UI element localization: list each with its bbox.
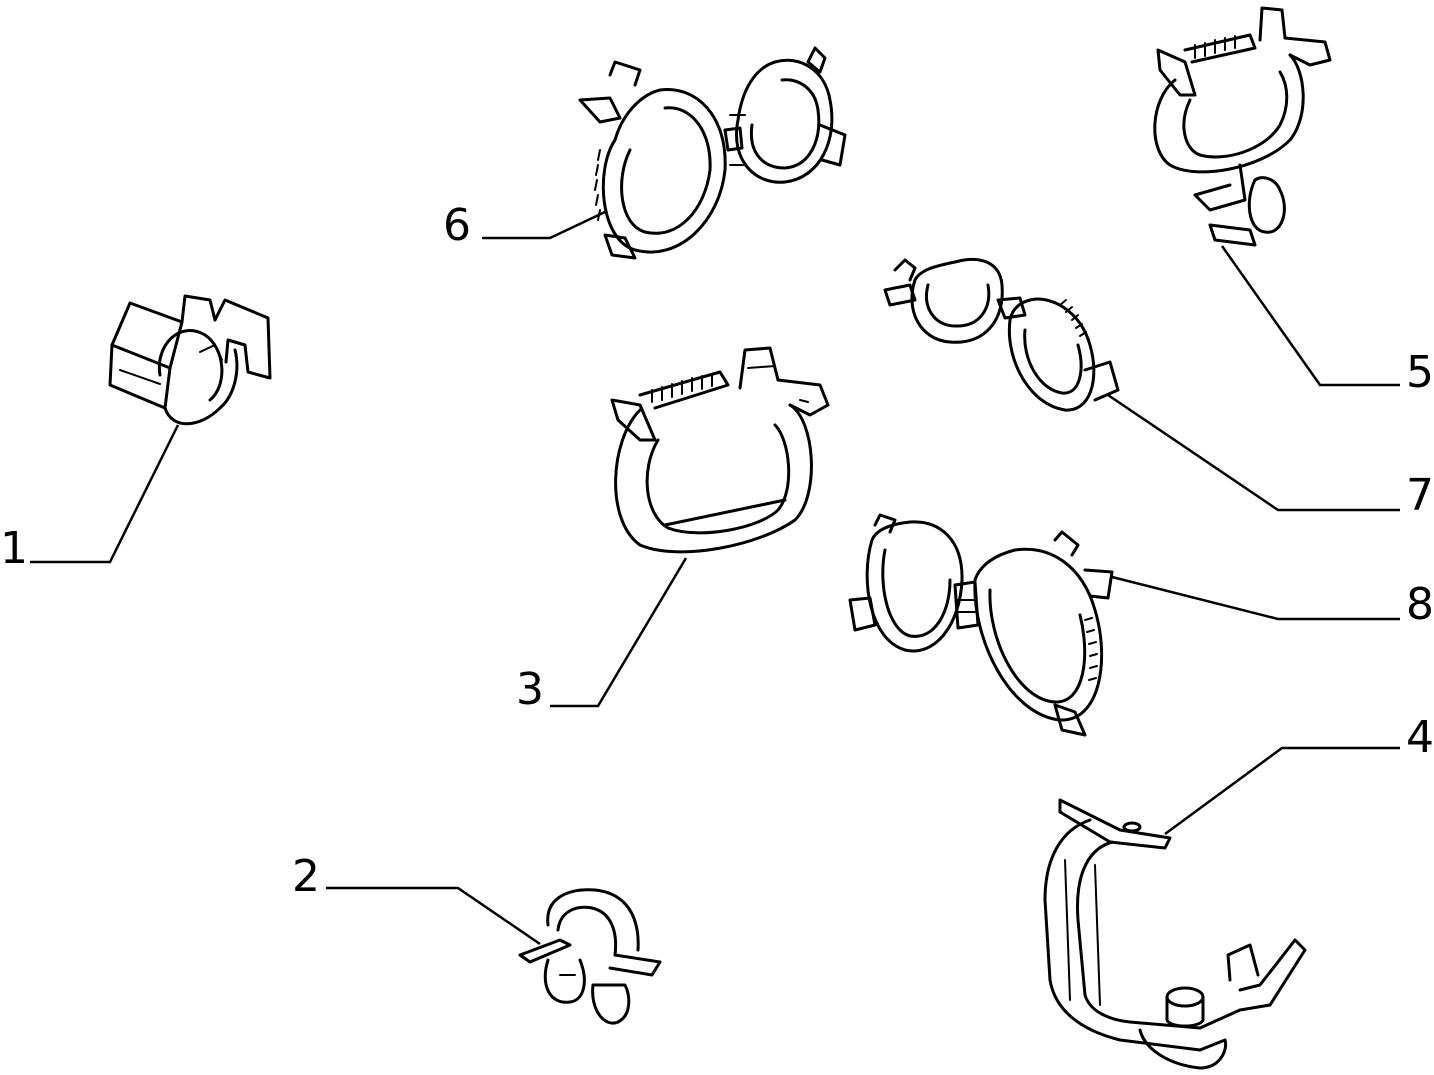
leader-7 — [1107, 393, 1400, 512]
leader-2 — [326, 886, 541, 946]
part-4-bracket — [1043, 798, 1307, 1070]
leader-3 — [550, 557, 688, 708]
callout-5: 5 — [1406, 347, 1434, 398]
leader-5 — [1220, 245, 1400, 387]
part-2-push-clip — [518, 888, 662, 1025]
leader-1 — [30, 424, 180, 564]
part-7-double-clamp-small — [883, 257, 1120, 412]
callout-6: 6 — [443, 200, 471, 251]
part-6-double-clamp — [578, 46, 847, 260]
part-8-double-clamp — [848, 513, 1114, 737]
part-3-loop-clamp — [610, 346, 830, 554]
part-1-clip — [108, 294, 272, 426]
callout-3: 3 — [516, 664, 544, 715]
leader-8 — [1111, 575, 1400, 621]
callout-1: 1 — [0, 523, 28, 574]
leader-6 — [482, 210, 606, 240]
callout-8: 8 — [1406, 579, 1434, 630]
leader-4 — [1164, 746, 1400, 836]
callout-2: 2 — [292, 851, 320, 902]
callout-7: 7 — [1406, 470, 1434, 521]
part-5-clamp-loop — [1153, 6, 1332, 247]
callout-4: 4 — [1406, 712, 1434, 763]
